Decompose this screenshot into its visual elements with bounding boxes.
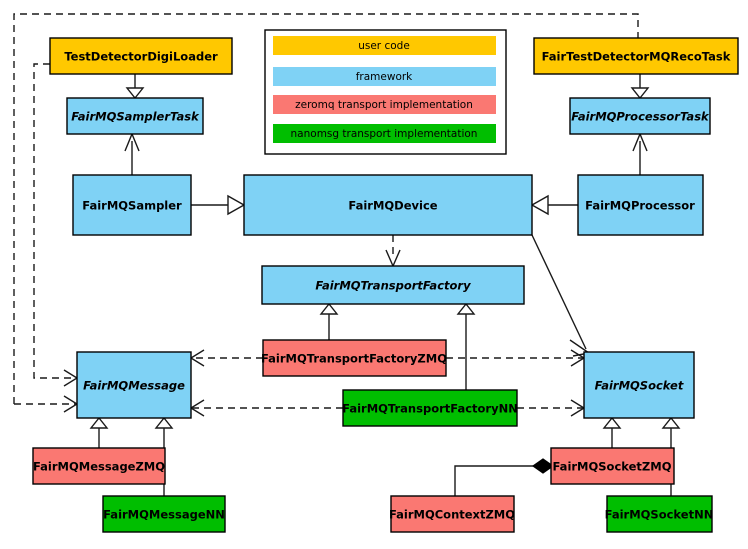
node-layer: TestDetectorDigiLoader FairTestDetectorM…	[32, 37, 739, 533]
node-fairmqsocket[interactable]: FairMQSocket	[583, 351, 695, 419]
node-box[interactable]	[583, 351, 695, 419]
node-fairmqdevice[interactable]: FairMQDevice	[243, 174, 533, 236]
node-fairtestdetectormqrecotask[interactable]: FairTestDetectorMQRecoTask	[533, 37, 739, 75]
legend-swatch-framework	[273, 67, 496, 86]
node-box[interactable]	[76, 351, 192, 419]
edge-sampler-to-device-arrowhead	[227, 194, 246, 216]
node-label: FairMQSocket	[595, 379, 684, 393]
node-label: FairMQContextZMQ	[389, 508, 515, 522]
edge-tfnn-to-tf-arrowhead	[456, 302, 476, 315]
node-fairmqsamplertask[interactable]: FairMQSamplerTask	[66, 97, 204, 135]
edge-digiloader-to-samplertask-arrowhead	[125, 87, 145, 100]
node-box[interactable]	[102, 495, 226, 533]
node-fairmqprocessor[interactable]: FairMQProcessor	[577, 174, 704, 236]
edge-recotask-to-message-route	[13, 13, 639, 404]
legend: user code framework zeromq transport imp…	[264, 29, 507, 155]
node-label: FairMQSocketZMQ	[553, 460, 672, 474]
node-box[interactable]	[66, 97, 204, 135]
node-fairmqtransportfactoryzmq[interactable]: FairMQTransportFactoryZMQ	[261, 339, 447, 377]
legend-item-nanomsg: nanomsg transport implementation	[273, 124, 496, 143]
node-box[interactable]	[606, 495, 713, 533]
edge-recotask-to-processortask-arrowhead	[630, 87, 650, 100]
edge-socketnn-to-socket-arrowhead	[661, 416, 681, 429]
edge-device-to-socket-line	[531, 234, 587, 350]
node-box[interactable]	[390, 495, 515, 533]
node-box[interactable]	[342, 389, 518, 427]
edge-processor-to-device-arrowhead	[530, 194, 549, 216]
node-label: FairMQSamplerTask	[71, 110, 200, 124]
node-box[interactable]	[533, 37, 739, 75]
node-fairmqsocketnn[interactable]: FairMQSocketNN	[605, 495, 714, 533]
legend-label-user-code: user code	[358, 40, 410, 52]
node-label: FairTestDetectorMQRecoTask	[542, 50, 731, 64]
node-box[interactable]	[569, 97, 711, 135]
node-box[interactable]	[72, 174, 192, 236]
node-box[interactable]	[261, 265, 525, 305]
node-fairmqmessage[interactable]: FairMQMessage	[76, 351, 192, 419]
node-fairmqcontextzmq[interactable]: FairMQContextZMQ	[389, 495, 515, 533]
node-label: FairMQMessageNN	[103, 508, 225, 522]
node-label: FairMQProcessor	[585, 199, 695, 213]
edge-contextzmq-to-socketzmq-diamond	[531, 458, 555, 474]
legend-item-user-code: user code	[273, 36, 496, 55]
legend-swatch-nanomsg	[273, 124, 496, 143]
edge-messagenn-to-message-arrowhead	[154, 416, 174, 429]
legend-swatch-zeromq	[273, 95, 496, 114]
node-box[interactable]	[262, 339, 447, 377]
node-box[interactable]	[49, 37, 233, 75]
node-label: FairMQTransportFactoryNN	[342, 402, 518, 416]
node-box[interactable]	[577, 174, 704, 236]
edge-contextzmq-to-socketzmq-line	[454, 465, 533, 496]
node-fairmqtransportfactorynn[interactable]: FairMQTransportFactoryNN	[342, 389, 518, 427]
edge-messagezmq-to-message-arrowhead	[89, 416, 109, 429]
node-label: FairMQMessageZMQ	[33, 460, 165, 474]
node-box[interactable]	[550, 447, 675, 485]
node-fairmqmessagenn[interactable]: FairMQMessageNN	[102, 495, 226, 533]
legend-item-framework: framework	[273, 67, 496, 86]
node-box[interactable]	[243, 174, 533, 236]
node-label: FairMQMessage	[83, 379, 185, 393]
node-label: FairMQSampler	[82, 199, 182, 213]
node-label: TestDetectorDigiLoader	[64, 50, 218, 64]
legend-swatch-user-code	[273, 36, 496, 55]
node-fairmqsampler[interactable]: FairMQSampler	[72, 174, 192, 236]
node-fairmqsocketzmq[interactable]: FairMQSocketZMQ	[550, 447, 675, 485]
edge-socketzmq-to-socket-arrowhead	[602, 416, 622, 429]
edge-tfzmq-to-tf-arrowhead	[319, 302, 339, 315]
node-fairmqprocessortask[interactable]: FairMQProcessorTask	[569, 97, 711, 135]
node-fairmqtransportfactory[interactable]: FairMQTransportFactory	[261, 265, 525, 305]
node-box[interactable]	[32, 447, 166, 485]
node-fairmqmessagezmq[interactable]: FairMQMessageZMQ	[32, 447, 166, 485]
node-label: FairMQProcessorTask	[571, 110, 710, 124]
node-label: FairMQSocketNN	[605, 508, 714, 522]
node-label: FairMQTransportFactory	[315, 279, 471, 293]
node-testdetectordigiloader[interactable]: TestDetectorDigiLoader	[49, 37, 233, 75]
edge-digiloader-to-message-route	[33, 63, 77, 379]
legend-item-zeromq: zeromq transport implementation	[273, 95, 496, 114]
legend-label-nanomsg: nanomsg transport implementation	[291, 128, 478, 140]
node-label: FairMQDevice	[348, 199, 437, 213]
node-label: FairMQTransportFactoryZMQ	[261, 352, 447, 366]
legend-label-zeromq: zeromq transport implementation	[295, 99, 473, 111]
legend-label-framework: framework	[356, 71, 413, 83]
